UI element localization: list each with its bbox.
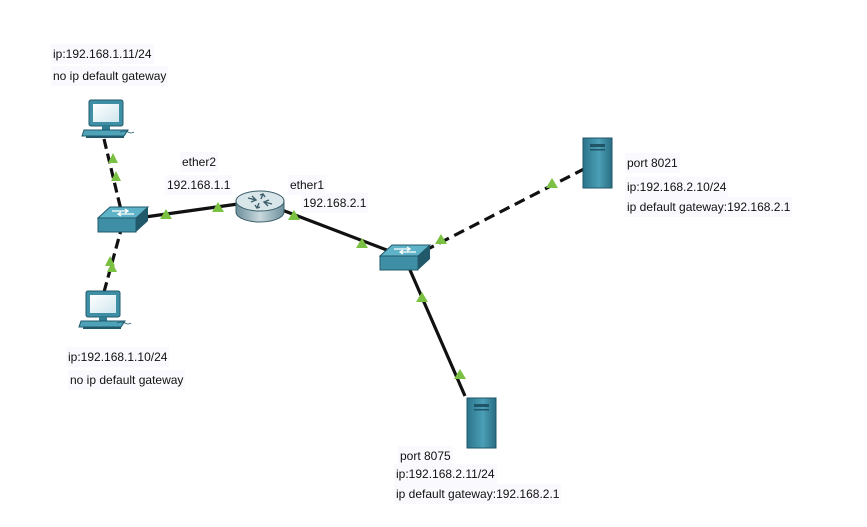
router-ether1-label: ether1 bbox=[288, 175, 327, 195]
link-status-indicators bbox=[105, 153, 558, 379]
server-icon bbox=[582, 137, 613, 189]
desktop-pc-icon bbox=[81, 99, 135, 138]
pc-bottom-ip-label: ip:192.168.1.10/24 bbox=[66, 347, 170, 367]
pc-bottom[interactable] bbox=[78, 290, 132, 329]
server-top[interactable] bbox=[582, 137, 613, 189]
desktop-pc-icon bbox=[78, 290, 132, 329]
link-status-up-icon bbox=[435, 234, 447, 244]
router-ether2-ip-label: 192.168.1.1 bbox=[165, 175, 233, 195]
link-router-switch-right[interactable] bbox=[281, 208, 393, 254]
pc-top[interactable] bbox=[81, 99, 135, 138]
server-bottom-port-label: port 8075 bbox=[398, 446, 453, 466]
link-pc-top-switch-left[interactable] bbox=[102, 138, 123, 211]
link-switch-left-router[interactable] bbox=[144, 202, 239, 219]
switch-right[interactable] bbox=[378, 244, 432, 271]
server-bottom-gateway-label: ip default gateway:192.168.2.1 bbox=[394, 484, 562, 504]
pc-top-ip-label: ip:192.168.1.11/24 bbox=[51, 44, 154, 64]
switch-left[interactable] bbox=[96, 206, 150, 233]
pc-bottom-gateway-label: no ip default gateway bbox=[68, 370, 186, 390]
link-status-up-icon bbox=[160, 209, 172, 219]
pc-top-gateway-label: no ip default gateway bbox=[51, 66, 169, 86]
server-icon bbox=[466, 397, 497, 449]
link-status-up-icon bbox=[546, 178, 558, 188]
link-status-up-icon bbox=[108, 153, 118, 163]
switch-icon bbox=[96, 206, 150, 233]
router-ether2-label: ether2 bbox=[180, 152, 219, 172]
link-status-up-icon bbox=[454, 369, 466, 379]
switch-icon bbox=[378, 244, 432, 271]
router-icon bbox=[235, 190, 285, 223]
router-ether1-ip-label: 192.168.2.1 bbox=[301, 193, 369, 213]
server-top-ip-label: ip:192.168.2.10/24 bbox=[625, 177, 729, 197]
link-status-up-icon bbox=[288, 210, 300, 220]
router[interactable] bbox=[235, 190, 285, 223]
link-status-up-icon bbox=[111, 171, 121, 181]
server-bottom-ip-label: ip:192.168.2.11/24 bbox=[394, 464, 497, 484]
link-switch-right-server-bottom[interactable] bbox=[408, 269, 467, 397]
server-bottom[interactable] bbox=[466, 397, 497, 449]
link-status-up-icon bbox=[107, 262, 117, 272]
link-status-up-icon bbox=[212, 202, 224, 212]
link-status-up-icon bbox=[416, 292, 428, 302]
link-status-up-icon bbox=[356, 238, 368, 248]
server-top-gateway-label: ip default gateway:192.168.2.1 bbox=[625, 197, 793, 217]
server-top-port-label: port 8021 bbox=[625, 153, 680, 173]
link-switch-right-server-top[interactable] bbox=[423, 166, 587, 253]
